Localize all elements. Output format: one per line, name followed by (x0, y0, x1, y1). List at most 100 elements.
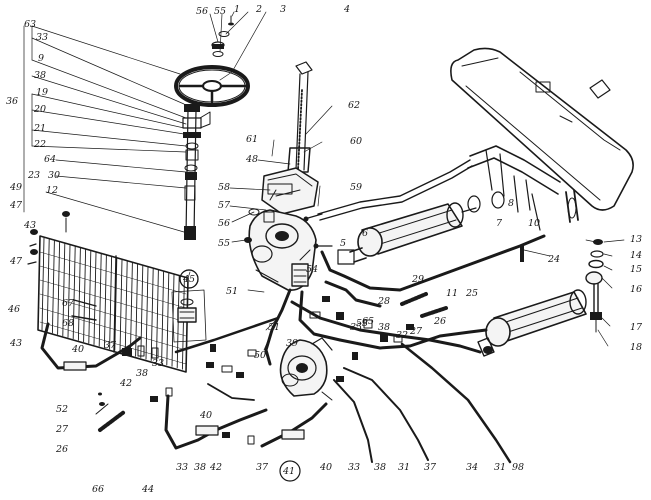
callout-c33d: 33 (348, 462, 360, 473)
callout-c26a: 26 (433, 316, 446, 327)
housing-bolts (303, 213, 333, 249)
callout-c98: 98 (512, 462, 524, 473)
upper-cylinder (337, 202, 477, 265)
callout-c4: 4 (343, 4, 350, 15)
callout-c29: 29 (411, 274, 424, 285)
callout-c62: 62 (348, 100, 360, 111)
callout-c57: 57 (218, 200, 231, 211)
callout-c10: 10 (528, 218, 540, 229)
circled-callouts (179, 269, 301, 482)
callout-c53: 53 (356, 318, 368, 329)
callout-c38b: 38 (136, 368, 148, 379)
callout-c31a: 31 (398, 462, 410, 473)
callout-c52: 52 (56, 404, 68, 415)
callout-c33b: 33 (152, 358, 164, 369)
callout-c38a: 38 (34, 70, 46, 81)
callout-c35: 35 (350, 322, 362, 333)
callout-c37b: 37 (256, 462, 269, 473)
steering-shaft (287, 61, 313, 173)
steering-wheel (174, 65, 250, 107)
callout-c55a: 55 (214, 6, 226, 17)
callout-c8: 8 (508, 198, 514, 209)
callout-c51b: 51 (268, 322, 280, 333)
callout-c34: 34 (466, 462, 478, 473)
callout-c58: 58 (218, 182, 230, 193)
callout-c41: 41 (282, 466, 295, 477)
hydraulic-lines (40, 234, 546, 464)
callout-c60: 60 (350, 136, 362, 147)
callout-c40b: 40 (199, 410, 212, 421)
tank (450, 47, 634, 211)
callout-c24: 24 (547, 254, 560, 265)
callout-c50: 50 (254, 350, 266, 361)
lower-cylinder (477, 289, 587, 357)
springs (95, 392, 126, 432)
callout-c68: 68 (62, 318, 74, 329)
callout-c66: 66 (92, 484, 104, 495)
callout-c9: 9 (38, 53, 44, 64)
callout-c47b: 47 (9, 256, 23, 267)
callout-c14: 14 (630, 250, 642, 261)
callout-c37a: 37 (104, 340, 117, 351)
callout-c21: 21 (33, 123, 46, 134)
steering-gear-housing (244, 167, 319, 291)
callout-c28: 28 (377, 296, 390, 307)
callout-c33a: 33 (36, 32, 48, 43)
tie-rod-assembly (317, 145, 579, 231)
callout-c37c: 37 (424, 462, 437, 473)
callout-c33c: 33 (176, 462, 188, 473)
horn-cap-parts (211, 15, 234, 57)
callout-c38c: 38 (378, 322, 390, 333)
callout-c43b: 43 (9, 338, 22, 349)
callout-c3: 3 (280, 4, 286, 15)
callout-c12: 12 (46, 185, 58, 196)
callout-c31b: 31 (494, 462, 506, 473)
callout-c17: 17 (630, 322, 643, 333)
callout-c39: 39 (286, 338, 298, 349)
callout-c42b: 42 (209, 462, 222, 473)
callout-c38e: 38 (374, 462, 386, 473)
callout-c65: 65 (362, 316, 374, 327)
callout-c13: 13 (630, 234, 642, 245)
callout-c47a: 47 (9, 200, 23, 211)
callout-c11: 11 (446, 288, 458, 299)
callout-c23: 23 (27, 170, 40, 181)
callout-c48: 48 (245, 154, 258, 165)
callout-c40a: 40 (71, 344, 84, 355)
callout-c2: 2 (255, 4, 262, 15)
callout-c27a: 27 (409, 326, 423, 337)
leader-lines (23, 11, 625, 351)
callout-c44: 44 (141, 484, 154, 495)
callout-c19: 19 (36, 87, 48, 98)
callout-c49: 49 (9, 182, 22, 193)
callout-c55b: 55 (218, 238, 230, 249)
callout-c61: 61 (246, 134, 258, 145)
callout-c18: 18 (630, 342, 642, 353)
callout-c63: 63 (24, 19, 36, 30)
ball-joint-parts (585, 239, 604, 333)
fittings (122, 246, 524, 445)
callout-c32: 32 (396, 330, 408, 341)
callout-c51a: 51 (226, 286, 238, 297)
callout-c27b: 27 (55, 424, 69, 435)
callout-c6: 6 (362, 228, 368, 239)
callout-c46: 46 (7, 304, 20, 315)
callout-c40c: 40 (319, 462, 332, 473)
callout-c43a: 43 (23, 220, 36, 231)
callout-c64: 64 (44, 154, 56, 165)
callout-c15: 15 (630, 264, 642, 275)
pump (279, 337, 333, 401)
oil-cooler (27, 211, 189, 373)
callout-c56: 56 (196, 6, 208, 17)
callout-c5: 5 (340, 238, 346, 249)
callout-c1: 1 (234, 4, 240, 15)
callout-c54: 54 (306, 264, 318, 275)
callout-c56b: 56 (218, 218, 230, 229)
callout-c16: 16 (630, 284, 642, 295)
callout-c59: 59 (350, 182, 362, 193)
callout-c38d: 38 (194, 462, 206, 473)
callout-c45: 45 (182, 274, 195, 285)
